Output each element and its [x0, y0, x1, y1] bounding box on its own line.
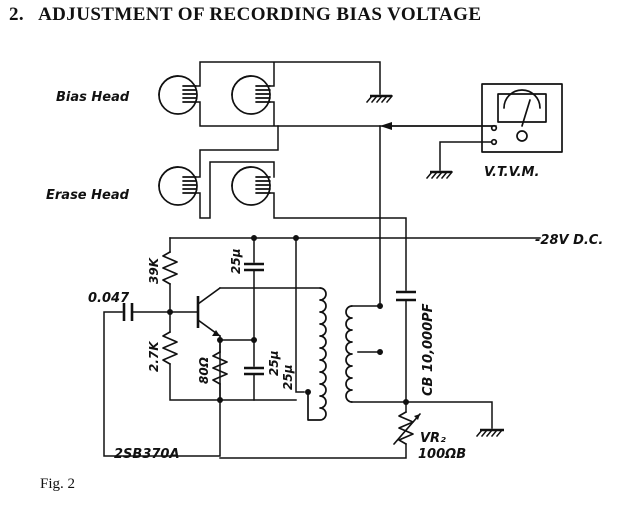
- label-vtvm: V.T.V.M.: [484, 165, 539, 180]
- transistor-2sb370a: [196, 287, 221, 337]
- label-80-ohm: 80Ω: [197, 357, 211, 384]
- erase-head-wiring: [195, 125, 407, 291]
- vtvm-probe-lead: [391, 125, 493, 171]
- capacitor-25u-top: [244, 262, 264, 272]
- label-25u-low: 25μ: [281, 364, 295, 390]
- bias-head: [158, 75, 271, 115]
- erase-head: [158, 166, 271, 206]
- section-number: 2.: [9, 4, 25, 25]
- resistor-80-ohm: [212, 351, 228, 385]
- variable-resistor-vr2: [398, 411, 414, 445]
- oscillator-coil: [307, 287, 327, 421]
- label-vr2: VR₂: [420, 431, 446, 446]
- label-bias-head: Bias Head: [56, 90, 130, 105]
- capacitor-25u-low: [244, 366, 264, 376]
- resistor-2-7k: [162, 331, 178, 365]
- label-2-7k: 2.7K: [147, 340, 161, 372]
- label-25u-mid: 25μ: [267, 350, 281, 376]
- label-erase-head: Erase Head: [46, 188, 130, 203]
- page-title: 2. ADJUSTMENT OF RECORDING BIAS VOLTAGE: [9, 4, 481, 26]
- ground-symbol-vtvm: [425, 170, 454, 180]
- probe-arrow: [380, 122, 392, 130]
- ground-symbol-top: [365, 94, 394, 104]
- capacitor-cb-10000pf: [396, 290, 416, 302]
- section-title: ADJUSTMENT OF RECORDING BIAS VOLTAGE: [38, 4, 482, 25]
- label-vr2-value: 100ΩB: [418, 447, 466, 462]
- label-supply: -28V D.C.: [535, 233, 603, 248]
- output-coil: [345, 305, 353, 403]
- label-0047: 0.047: [88, 291, 130, 306]
- label-cb-10000pf: CB 10,000PF: [421, 303, 436, 396]
- bias-head-wiring: [195, 61, 497, 127]
- label-39k: 39K: [147, 256, 161, 284]
- figure-caption: Fig. 2: [40, 476, 76, 492]
- resistor-39k: [162, 251, 178, 285]
- vtvm-meter: [481, 83, 563, 153]
- ground-symbol-bottom: [475, 428, 504, 438]
- label-25u-top: 25μ: [229, 248, 243, 274]
- label-transistor: 2SB370A: [114, 447, 180, 462]
